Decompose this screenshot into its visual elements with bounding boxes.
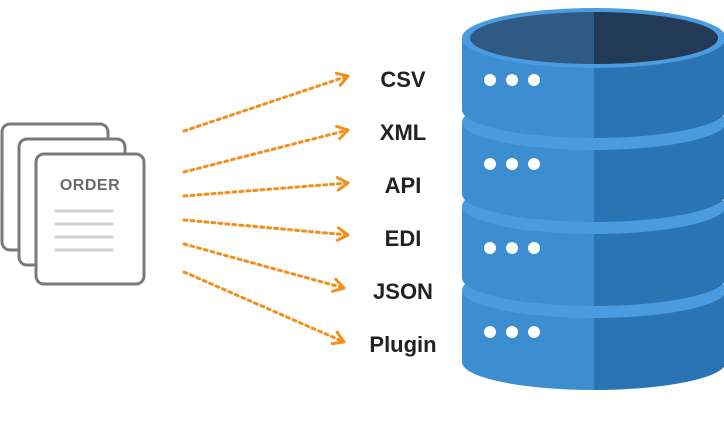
document-title: ORDER — [60, 177, 120, 194]
database-indicator-light — [506, 242, 518, 254]
database-indicator-light — [528, 326, 540, 338]
arrow-csv — [182, 74, 350, 133]
arrowhead-api — [335, 176, 350, 192]
format-label-json: JSON — [373, 279, 433, 304]
document-front-sheet — [34, 152, 146, 286]
database-indicator-light — [506, 326, 518, 338]
database-indicator-light — [528, 74, 540, 86]
format-label-csv: CSV — [380, 67, 426, 92]
database-server-icon — [462, 8, 724, 390]
database-indicator-light — [484, 158, 496, 170]
database-top-shadow — [594, 12, 718, 64]
arrowhead-json — [330, 277, 346, 293]
arrow-api — [182, 181, 350, 198]
format-label-api: API — [385, 173, 422, 198]
arrow-plugin — [182, 270, 346, 344]
database-indicator-light — [484, 242, 496, 254]
arrowhead-xml — [335, 124, 350, 141]
arrow-xml — [182, 128, 350, 174]
order-documents-icon: ORDER — [0, 122, 146, 286]
database-indicator-light — [484, 326, 496, 338]
arrowhead-edi — [335, 226, 350, 242]
format-label-edi: EDI — [385, 226, 422, 251]
database-indicator-light — [506, 74, 518, 86]
database-indicator-light — [528, 242, 540, 254]
format-label-xml: XML — [380, 120, 426, 145]
database-segment-body — [462, 122, 724, 222]
database-indicator-light — [528, 158, 540, 170]
arrowhead-csv — [334, 71, 350, 87]
database-indicator-light — [506, 158, 518, 170]
database-segment-body — [462, 290, 724, 390]
arrows-group — [182, 71, 350, 346]
format-label-plugin: Plugin — [369, 332, 436, 357]
database-indicator-light — [484, 74, 496, 86]
arrow-json — [182, 242, 346, 290]
arrowhead-plugin — [330, 330, 346, 346]
format-labels: CSV XML API EDI JSON Plugin — [369, 67, 436, 357]
database-segment-body — [462, 206, 724, 306]
document-text-lines — [54, 209, 114, 252]
arrow-edi — [182, 218, 350, 237]
